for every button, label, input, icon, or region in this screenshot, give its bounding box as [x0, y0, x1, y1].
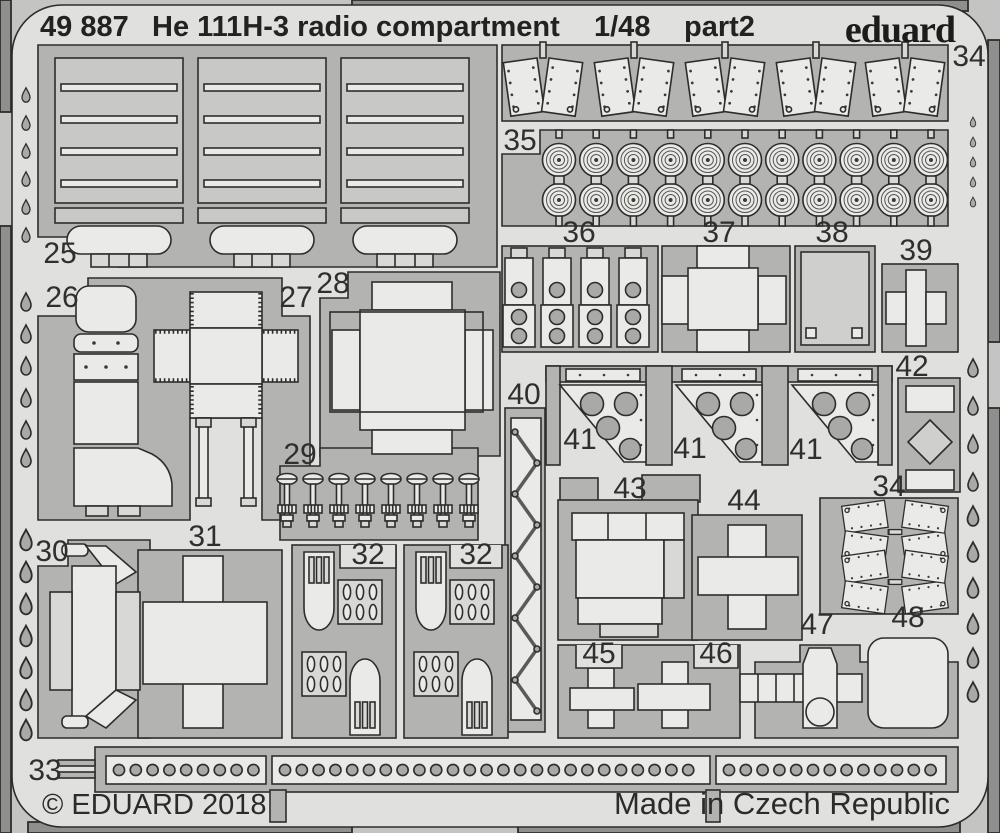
part-label-33: 33: [28, 754, 61, 787]
part-40-lattice-strip: [510, 417, 542, 721]
part-label-31: 31: [188, 520, 221, 553]
teardrop-cutouts: [19, 86, 980, 742]
part-label-41c: 41: [789, 433, 822, 466]
part-46-shape: [637, 661, 711, 729]
part-label-38: 38: [815, 216, 848, 249]
part-label-26: 26: [45, 281, 78, 314]
part-label-41b: 41: [673, 432, 706, 465]
part-label-43: 43: [613, 472, 646, 505]
part-label-40: 40: [507, 378, 540, 411]
part-label-42: 42: [895, 350, 928, 383]
footer: © EDUARD 2018 Made in Czech Republic: [42, 786, 950, 821]
part-label-44: 44: [727, 484, 760, 517]
part-label-36: 36: [562, 216, 595, 249]
part-27-shape: [153, 291, 299, 507]
label-notches: [339, 545, 739, 669]
part-label-29: 29: [283, 438, 316, 471]
part-29-levers: [276, 472, 480, 528]
header: 49 887 He 111H-3 radio compartment 1/48 …: [40, 9, 957, 51]
part-label-41a: 41: [563, 423, 596, 456]
part-label-35: 35: [503, 124, 536, 157]
part-label-30: 30: [35, 535, 68, 568]
part-48-shape: [867, 637, 949, 729]
part-label-45: 45: [582, 637, 615, 670]
part-33-hole-strip: [105, 755, 947, 785]
catalog-number: 49 887: [40, 11, 129, 43]
part-47-shape: [739, 647, 863, 729]
part-28-shape: [329, 281, 494, 455]
part-45-shape: [569, 667, 635, 729]
part-label-39: 39: [899, 234, 932, 267]
brand-logo: eduard: [845, 9, 956, 51]
part-label-28: 28: [316, 267, 349, 300]
part-number-labels: 25 26 27 28 29 30 31 32 32 33 34 35 36 3…: [28, 40, 985, 787]
part-label-27: 27: [279, 281, 312, 314]
part-44-shape: [697, 524, 799, 630]
part-25-panels: [54, 57, 470, 268]
part-34-flaps-bottom: [840, 499, 950, 615]
part-label-25: 25: [43, 237, 76, 270]
part-35-coils: [541, 129, 949, 227]
part-37-shape: [661, 245, 787, 353]
part-label-32b: 32: [459, 538, 492, 571]
part-label-32a: 32: [351, 538, 384, 571]
part-30-shape: [49, 543, 141, 729]
part-34-flaps-top: [502, 41, 946, 118]
etched-parts: [49, 245, 955, 729]
part-38-shape: [800, 251, 870, 346]
part-label-34a: 34: [952, 40, 985, 73]
part-42-shape: [905, 385, 955, 491]
part-32-bottles: [301, 551, 495, 736]
part-label-46: 46: [699, 637, 732, 670]
page-title: He 111H-3 radio compartment: [152, 11, 560, 43]
part-41-gussets: [558, 368, 879, 463]
part-label-47: 47: [800, 608, 833, 641]
part-set-label: part2: [684, 11, 755, 43]
part-label-48: 48: [891, 601, 924, 634]
part-label-34b: 34: [872, 470, 905, 503]
part-39-shape: [885, 269, 947, 347]
part-label-37: 37: [702, 216, 735, 249]
part-31-shape: [142, 555, 268, 729]
scale-label: 1/48: [594, 11, 650, 43]
part-43-shape: [571, 512, 685, 638]
part-26-shape: [73, 285, 173, 517]
copyright-text: © EDUARD 2018: [42, 789, 266, 821]
part-36-strips: [502, 247, 650, 348]
made-in-text: Made in Czech Republic: [614, 786, 950, 821]
